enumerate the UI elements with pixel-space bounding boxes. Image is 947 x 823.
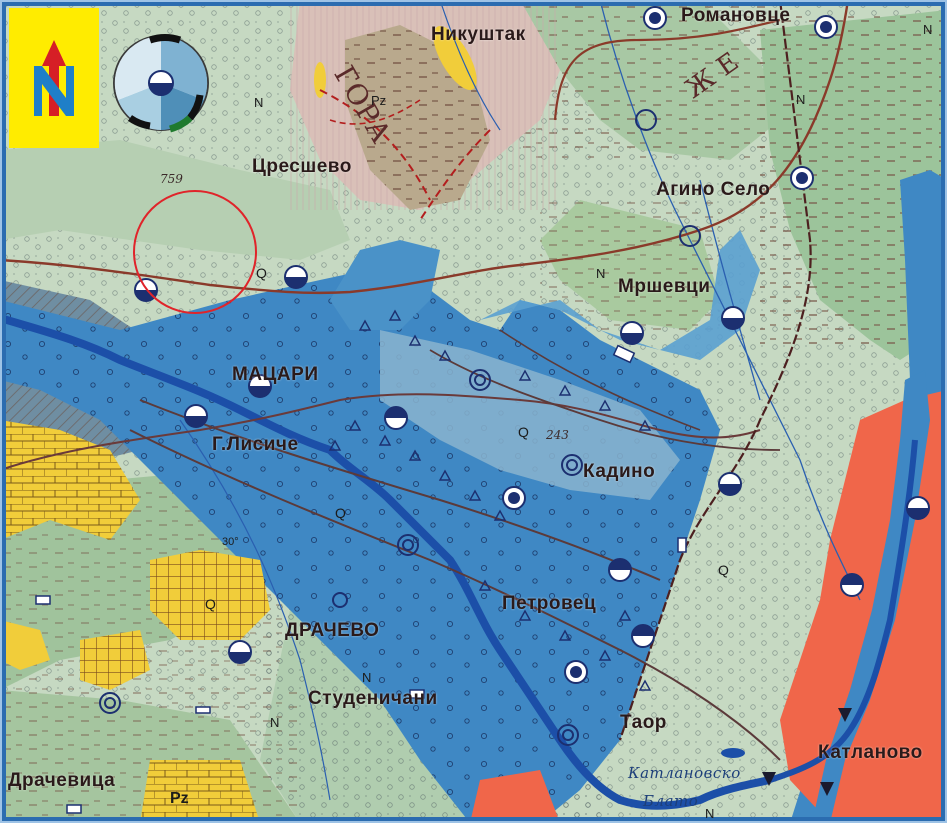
- label-drachevica: Драчевица: [8, 770, 116, 791]
- label-creshevo: Цресшево: [252, 156, 352, 177]
- geology-label-n: N: [362, 670, 372, 685]
- north-arrow-box: [9, 8, 99, 148]
- label-nikushtak: Никуштак: [431, 24, 526, 45]
- elevation-label: 243: [546, 428, 569, 442]
- geology-label-n: N: [705, 806, 715, 821]
- elevation-label: 759: [160, 172, 183, 186]
- label-blato: Блато: [643, 792, 699, 810]
- label-agino-selo: Агино Село: [656, 179, 771, 200]
- label-studenichani: Студеничани: [308, 688, 438, 709]
- spring-symbol-icon: [99, 109, 701, 746]
- label-romanovce: Романовце: [681, 5, 791, 26]
- label-dracevo: ДРАЧЕВО: [285, 620, 380, 641]
- label-petrovec: Петровец: [502, 593, 597, 614]
- dip-label: 30°: [222, 536, 239, 548]
- geology-label-q: Q: [335, 505, 346, 521]
- geology-label-n: N: [923, 22, 933, 37]
- geology-label-q: Q: [205, 596, 216, 612]
- label-matsari: МАЦАРИ: [232, 364, 319, 385]
- compass-rose-icon: [113, 34, 209, 133]
- geology-label-n: N: [270, 715, 280, 730]
- geology-label-q: Q: [718, 562, 729, 578]
- highlight-circle: [133, 190, 257, 314]
- label-katlanovsko: Катлановско: [628, 764, 741, 782]
- label-g-lisiche: Г.Лисиче: [212, 434, 299, 455]
- label-mrshevci: Мршевци: [618, 276, 711, 297]
- geology-label-n: N: [796, 92, 806, 107]
- north-arrow-icon: [34, 40, 74, 116]
- geology-label-n: N: [254, 95, 264, 110]
- geology-label-pz: Pz: [371, 93, 387, 108]
- well-symbol-icon: [134, 6, 930, 684]
- geology-label-q: Q: [518, 424, 529, 440]
- label-kadino: Кадино: [583, 461, 656, 482]
- geology-label-n: N: [596, 266, 606, 281]
- label-taor: Таор: [620, 712, 667, 733]
- geology-label-pz: Pz: [170, 790, 189, 807]
- label-katlanovo: Катланово: [818, 742, 923, 763]
- geology-label-q: Q: [256, 265, 267, 281]
